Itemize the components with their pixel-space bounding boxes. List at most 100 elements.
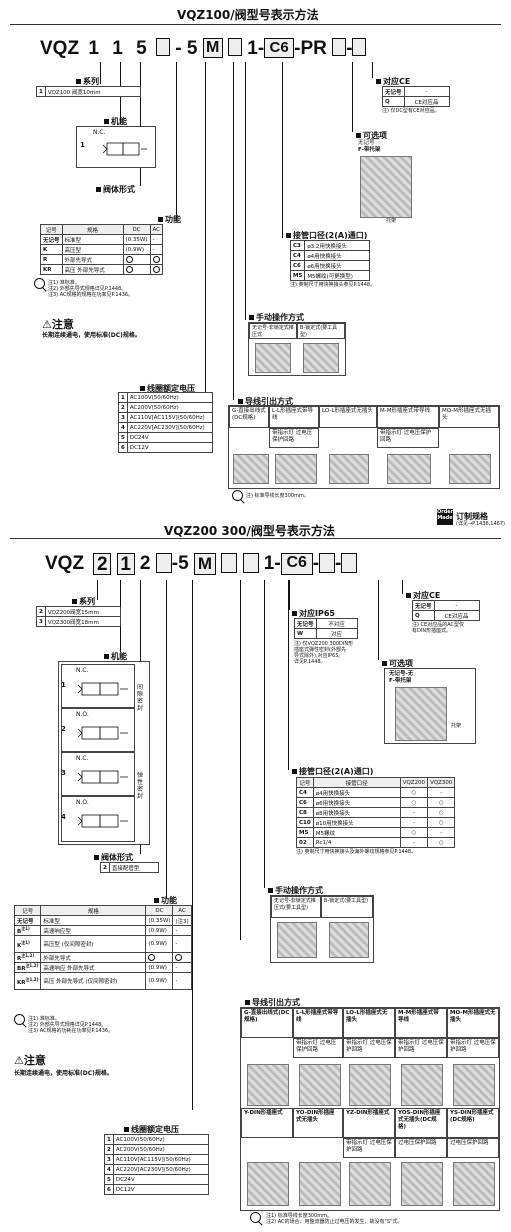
s1-order-label: 订制规格 xyxy=(456,512,488,521)
s2-port-r2-v300: ○ xyxy=(427,807,456,818)
s1-line-func2 xyxy=(176,62,177,220)
s1-port-r3-desc: M5螺纹(可更换型) xyxy=(304,270,371,281)
s1-caution-text: 长期连续通电，使用标准(DC)规格。 xyxy=(42,332,141,339)
s1-option-label: 可选项 xyxy=(356,130,387,141)
s1-ce-r1-desc: CE对应品 xyxy=(403,96,450,107)
s2-wiring-r1c0: G-直接出线式(DC规格) xyxy=(241,1008,293,1038)
s2-volt-r5-desc: DC12V xyxy=(112,1184,209,1195)
s2-option-tag: 托架 xyxy=(451,723,462,729)
s1-func2-r0-ac: - xyxy=(149,234,163,245)
s2-volt-r5-code: 6 xyxy=(104,1184,114,1195)
s2-port-h1: 接管口径 xyxy=(312,777,401,788)
s2-line-func2 xyxy=(166,580,167,898)
s2-caution-title: ⚠注意 xyxy=(14,1054,46,1067)
s1-series-desc: VQZ100 阀宽10mm xyxy=(44,86,141,97)
s1-caution-title: ⚠注意 xyxy=(42,318,74,331)
s2-volt-r1-desc: AC200V(50/60Hz) xyxy=(112,1144,209,1155)
s1-function-code: 1 xyxy=(80,141,85,149)
s2-wiring-r2s4: 过电压保护回路 xyxy=(447,1138,499,1158)
s1-line-option xyxy=(352,62,353,132)
s1-volt-r1-desc: AC200V(50/60Hz) xyxy=(126,402,213,413)
s1-box-blank4 xyxy=(352,38,367,56)
s1-func2-r0-code: 无记号 xyxy=(40,234,63,245)
s2-volt-r3-desc: AC220V[AC230V](50/60Hz) xyxy=(112,1164,209,1175)
s2-func-side2: 弹性密封 xyxy=(137,772,144,800)
s2-func2-r5-dc: (0.9W) xyxy=(145,972,174,990)
s1-manual-a-img xyxy=(255,343,291,373)
s2-func2-label: 功能 xyxy=(154,895,177,906)
magnifier-icon-3 xyxy=(14,1014,25,1025)
s2-func2-r3-ac xyxy=(172,952,192,963)
s1-line-wiring xyxy=(233,62,234,400)
s2-port-r4-code: M5 xyxy=(296,827,314,838)
s2-option-l2: F-带托架 xyxy=(389,678,412,684)
s2-ce-r1-desc: CE对应品 xyxy=(433,610,480,621)
s1-box-blank2 xyxy=(227,38,242,56)
s1-port-r1-code: C4 xyxy=(289,250,306,261)
s2-port-r4-desc: M5螺纹 xyxy=(312,827,401,838)
s1-wiring-label: 导线引出方式 xyxy=(238,396,293,407)
s2-port-r3-desc: ø10用快换接头 xyxy=(312,817,401,828)
s1-volt-r3-code: 4 xyxy=(118,422,128,433)
s2-func2-r2-code: K注1) xyxy=(13,935,42,953)
s2-wiring-r2s2: 带指示灯 过电压保护回路 xyxy=(343,1138,395,1158)
s1-func2-r3-desc: 高压 外部先导式 xyxy=(61,264,124,275)
s1-port-r1-desc: ø4用快换接头 xyxy=(304,250,371,261)
s1-port-r3-code: M5 xyxy=(289,270,306,281)
s2-port-r2-desc: ø8用快换接头 xyxy=(312,807,401,818)
valve-symbol-icon xyxy=(77,682,128,696)
s2-wiring-r1c2: LO-L形插座式无插头 xyxy=(343,1008,395,1038)
s1-volt-r5-desc: DC12V xyxy=(126,442,213,453)
s1-port-r0-code: C3 xyxy=(289,240,306,251)
s1-manual-a: 无记号-非锁定式推压式 xyxy=(249,323,297,339)
s2-volt-r2-desc: AC110V[AC115V](50/60Hz) xyxy=(112,1154,209,1165)
s2-manual-b: B-锁定式(要工具型) xyxy=(321,896,373,918)
s2-wiring-r2c2: YZ-DIN形插座式 xyxy=(343,1108,395,1138)
s2-volt-r0-desc: AC100V(50/60Hz) xyxy=(112,1134,209,1145)
s2-port-r0-v200: ○ xyxy=(399,787,429,798)
s2-wiring-r1s4: 带指示灯 过电压保护回路 xyxy=(447,1038,499,1058)
s1-func2-r2-code: R xyxy=(40,254,63,265)
s2-seg1-box: 2 xyxy=(93,553,112,575)
s2-seg6: 1 xyxy=(263,553,275,574)
s2-port-r2-code: C8 xyxy=(296,807,314,818)
s2-wiring-r2img4 xyxy=(453,1162,495,1206)
s2-ip65-r1-code: W xyxy=(294,628,317,639)
s2-volt-r0-code: 1 xyxy=(104,1134,114,1145)
s2-ce-r0-code: 无记号 xyxy=(412,600,435,611)
s2-manual-a: 无记号-非锁定式推压式(要工具型) xyxy=(271,896,321,918)
s2-func-item4: 4 N.O. xyxy=(61,796,135,842)
s1-wiring-c3: M-M形插座式带导线 xyxy=(377,406,439,428)
s1-volt-r0-desc: AC100V(50/60Hz) xyxy=(126,392,213,403)
s2-wiring-r1img4 xyxy=(453,1064,495,1106)
s2-func2-h2: DC xyxy=(145,905,174,916)
s1-func2-r1-code: K xyxy=(40,244,63,255)
s1-seg5-box: M xyxy=(202,38,223,58)
s2-option-label: 可选项 xyxy=(382,658,413,669)
s2-wiring-grid: G-直接出线式(DC规格) L-L形插座式带导线 LO-L形插座式无插头 M-M… xyxy=(240,1007,500,1211)
s2-ce-label: 对应CE xyxy=(406,590,440,601)
s2-volt-r3-code: 4 xyxy=(104,1164,114,1175)
s1-order-sub: (详见→P.1436,1467) xyxy=(456,521,505,527)
s1-wiring-img0 xyxy=(233,454,269,484)
s2-func2-r1-dc: (0.9W) xyxy=(145,925,174,936)
s2-wiring-r1s3: 带指示灯 过电压保护回路 xyxy=(395,1038,447,1058)
s2-ip65-r0-code: 无记号 xyxy=(294,618,317,629)
s2-func2-r4-dc: (0.9W) xyxy=(145,962,174,973)
s1-line-manual xyxy=(245,62,246,320)
s2-volt-r4-code: 5 xyxy=(104,1174,114,1185)
s2-box-blank5 xyxy=(341,553,358,573)
s2-wiring-r2c0: Y-DIN形插座式 xyxy=(241,1108,293,1138)
s2-series-r0-code: 2 xyxy=(36,606,46,617)
s1-func2-r1-ac: - xyxy=(149,244,163,255)
s1-seg6: 1 xyxy=(247,38,258,59)
s2-option-image xyxy=(395,687,447,741)
s1-seg1: 1 xyxy=(88,38,99,59)
s2-wiring-r1s1: 带指示灯 过电压保护回路 xyxy=(293,1038,343,1058)
s2-box-blank4 xyxy=(319,553,336,573)
